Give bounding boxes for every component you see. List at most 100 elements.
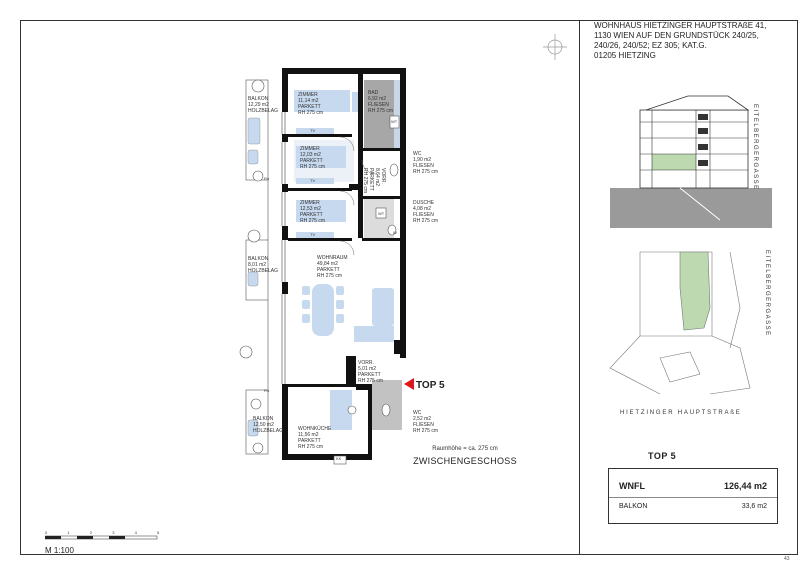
small-label-wt: WT xyxy=(391,119,398,124)
room-label-line: 12,53 m2 xyxy=(300,206,321,212)
address-line: 1130 WIEN AUF DEN GRUNDSTÜCK 240/25, xyxy=(594,31,759,40)
address-line: 240/26, 240/52; EZ 305; KAT.G. xyxy=(594,41,707,50)
room-label-line: RH 275 cm xyxy=(413,218,439,224)
small-label-wt: WT xyxy=(378,211,385,216)
room-label-line: PARKETT xyxy=(317,267,340,273)
room-label-line: 8,64 m2 xyxy=(374,168,380,187)
tv-icon xyxy=(296,128,334,134)
wnfl-label: WNFL xyxy=(619,481,645,491)
room-label-line: RH 275 cm xyxy=(300,218,326,224)
floor-plan xyxy=(239,68,414,465)
room-label-line: 12,03 m2 xyxy=(300,152,321,158)
room-label-line: 5,01 m2 xyxy=(358,366,377,372)
room-label-line: RH 275 cm xyxy=(413,428,439,434)
scale-tick: 1 xyxy=(67,530,70,535)
room-label-line: ZIMMER xyxy=(298,92,318,98)
address-line: WOHNHAUS HIETZINGER HAUPTSTRAßE 41, xyxy=(594,21,767,30)
room-label-line: RH 275 cm xyxy=(298,444,324,450)
room-label-line: 2,52 m2 xyxy=(413,416,432,422)
room-label-line: WC xyxy=(413,151,422,157)
building-section xyxy=(610,95,772,228)
small-label-fix: Fix xyxy=(264,388,270,393)
page-number: 43 xyxy=(784,556,790,562)
section-street-label: EITELBERGERGASSE xyxy=(752,104,758,191)
balkon-label: BALKON xyxy=(619,503,648,510)
room-label-line: RH 275 cm xyxy=(317,273,343,279)
bed-icon xyxy=(294,90,350,112)
small-label-w: W xyxy=(393,230,397,235)
small-label-tv: TV xyxy=(310,232,316,237)
dining-table-icon xyxy=(312,284,334,336)
room-label-line: ZIMMER xyxy=(300,200,320,206)
room-label-line: 1,90 m2 xyxy=(413,157,432,163)
tv-icon xyxy=(296,178,334,184)
room-label-line: 12,29 m2 xyxy=(248,102,269,108)
room-label-line: 8,01 m2 xyxy=(248,262,267,268)
room-label-line: 12,50 m2 xyxy=(253,422,274,428)
sheet-divider xyxy=(579,20,580,555)
scale-tick: 5 xyxy=(157,530,160,535)
room-label-line: WOHNKÜCHE xyxy=(298,426,332,432)
room-label-line: 11,14 m2 xyxy=(298,98,319,104)
room-label-line: PARKETT xyxy=(300,212,323,218)
room-height-note: Raumhöhe = ca. 275 cm xyxy=(432,446,498,452)
small-label-fix: Fix xyxy=(264,176,270,181)
room-label-line: BALKON xyxy=(248,96,269,102)
scale-label: M 1:100 xyxy=(45,546,74,555)
floor-name: ZWISCHENGESCHOSS xyxy=(413,456,517,466)
room-label-line: VORR. xyxy=(380,168,386,184)
room-label-line: FLIESEN xyxy=(368,102,389,108)
summary-divider xyxy=(609,497,777,498)
room-label-line: ZIMMER xyxy=(300,146,320,152)
balkon-row: BALKON 33,6 m2 xyxy=(619,503,767,510)
room-label-line: PARKETT xyxy=(298,104,321,110)
room-label-line: PARKETT xyxy=(368,168,374,191)
plan-caption: Raumhöhe = ca. 275 cm ZWISCHENGESCHOSS xyxy=(400,446,530,466)
scale-tick: 2 xyxy=(90,530,93,535)
scale-tick: 0 xyxy=(45,530,48,535)
room-label-line: HOLZBELAG xyxy=(248,108,279,114)
small-label-tv: TV xyxy=(310,178,316,183)
room-label-line: BALKON xyxy=(248,256,269,262)
room-label-line: 4,08 m2 xyxy=(413,206,432,212)
room-label-line: DUSCHE xyxy=(413,200,435,206)
top-unit-label: TOP 5 xyxy=(416,380,445,391)
room-label-line: RH 275 cm xyxy=(362,168,368,194)
room-label-line: PARKETT xyxy=(358,372,381,378)
sheet-frame xyxy=(20,20,798,555)
room-label-line: WC xyxy=(413,410,422,416)
small-label-tv: TV xyxy=(310,128,316,133)
room-label-line: RH 275 cm xyxy=(298,110,324,116)
building-footprint xyxy=(679,251,711,331)
room-label-line: RH 275 cm xyxy=(300,164,326,170)
tv-icon xyxy=(296,232,334,238)
room-label-line: 6,92 m2 xyxy=(368,96,387,102)
room-label-line: PARKETT xyxy=(300,158,323,164)
room-label-line: BAD xyxy=(368,90,379,96)
room-label-line: 11,56 m2 xyxy=(298,432,319,438)
north-arrow-icon xyxy=(543,34,567,60)
room-label-line: HOLZBELAG xyxy=(253,428,284,434)
scale-tick: 3 xyxy=(112,530,115,535)
bed-icon xyxy=(296,200,346,222)
wnfl-row: WNFL 126,44 m2 xyxy=(619,481,767,491)
address-block: WOHNHAUS HIETZINGER HAUPTSTRAßE 41, 1130… xyxy=(594,21,794,61)
wnfl-value: 126,44 m2 xyxy=(723,481,767,491)
site-plan xyxy=(609,251,751,395)
site-street-horizontal: HIETZINGER HAUPTSTRAßE xyxy=(620,410,742,416)
small-label-kk: KK xyxy=(336,456,342,461)
room-label-line: RH 275 cm xyxy=(358,378,384,384)
room-label-line: WOHNRAUM xyxy=(317,255,348,261)
highlighted-floor xyxy=(652,154,696,170)
